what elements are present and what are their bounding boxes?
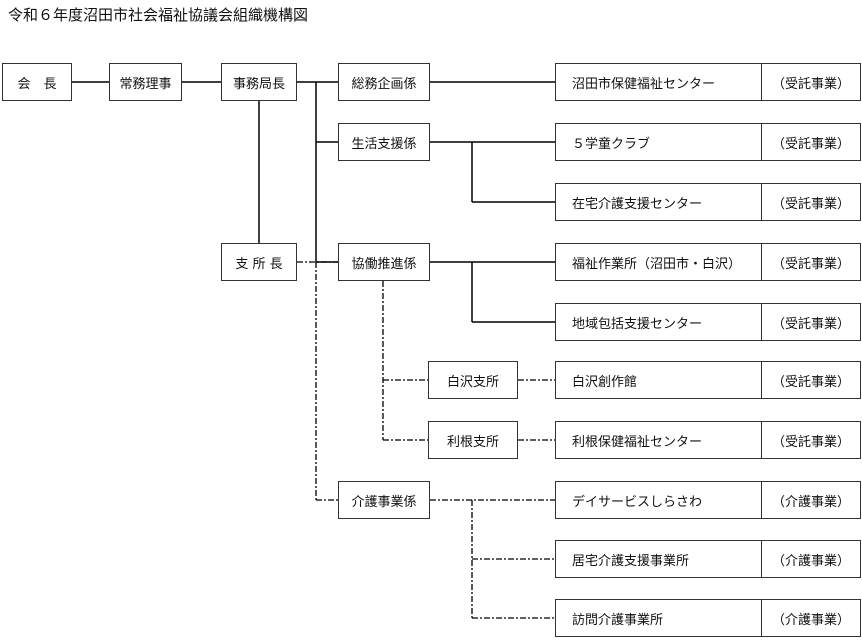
service-box: ５学童クラブ （受託事業） bbox=[555, 123, 861, 161]
service-type: （受託事業） bbox=[761, 422, 860, 458]
service-box: 訪問介護事業所 （介護事業） bbox=[555, 599, 861, 637]
node-tone-shisho: 利根支所 bbox=[428, 421, 518, 459]
node-kyodo-suishin: 協働推進係 bbox=[338, 243, 430, 281]
service-name: 地域包括支援センター bbox=[572, 316, 703, 332]
service-name: 在宅介護支援センター bbox=[572, 196, 703, 212]
node-kaichou: 会 長 bbox=[2, 63, 72, 101]
service-box: 白沢創作館 （受託事業） bbox=[555, 361, 861, 399]
service-name: 居宅介護支援事業所 bbox=[572, 553, 690, 569]
service-name: 訪問介護事業所 bbox=[572, 612, 664, 628]
service-type: （受託事業） bbox=[761, 244, 860, 280]
service-box: 利根保健福祉センター （受託事業） bbox=[555, 421, 861, 459]
service-box: 在宅介護支援センター （受託事業） bbox=[555, 183, 861, 221]
service-type: （介護事業） bbox=[761, 541, 860, 577]
node-kaigo-jigyo: 介護事業係 bbox=[338, 481, 430, 519]
service-name: 沼田市保健福祉センター bbox=[572, 76, 716, 92]
node-seikatsu-shien: 生活支援係 bbox=[338, 123, 430, 161]
service-name: 利根保健福祉センター bbox=[572, 434, 703, 450]
node-jimukyokucho: 事務局長 bbox=[221, 63, 297, 101]
service-name: 福祉作業所（沼田市・白沢） bbox=[572, 256, 742, 272]
chart-title: 令和６年度沼田市社会福祉協議会組織機構図 bbox=[8, 6, 309, 24]
node-shirasawa-shisho: 白沢支所 bbox=[428, 361, 518, 399]
service-box: デイサービスしらさわ （介護事業） bbox=[555, 481, 861, 519]
service-type: （受託事業） bbox=[761, 184, 860, 220]
node-jomu-riji: 常務理事 bbox=[109, 63, 182, 101]
service-type: （介護事業） bbox=[761, 600, 860, 636]
service-type: （受託事業） bbox=[761, 304, 860, 340]
service-box: 福祉作業所（沼田市・白沢） （受託事業） bbox=[555, 243, 861, 281]
service-box: 沼田市保健福祉センター （受託事業） bbox=[555, 63, 861, 101]
service-name: デイサービスしらさわ bbox=[572, 494, 703, 510]
service-name: 白沢創作館 bbox=[572, 374, 638, 390]
service-box: 地域包括支援センター （受託事業） bbox=[555, 303, 861, 341]
node-somu-kikaku: 総務企画係 bbox=[338, 63, 430, 101]
node-shishocho: 支 所 長 bbox=[221, 243, 297, 281]
service-type: （受託事業） bbox=[761, 362, 860, 398]
service-type: （受託事業） bbox=[761, 64, 860, 100]
service-box: 居宅介護支援事業所 （介護事業） bbox=[555, 540, 861, 578]
service-type: （介護事業） bbox=[761, 482, 860, 518]
service-type: （受託事業） bbox=[761, 124, 860, 160]
service-name: ５学童クラブ bbox=[572, 136, 651, 152]
